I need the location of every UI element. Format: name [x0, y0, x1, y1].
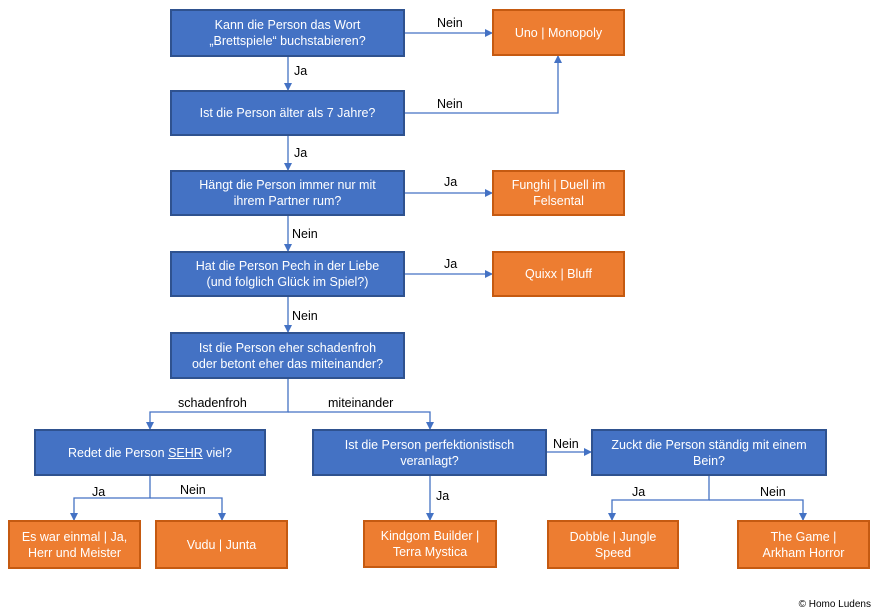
credit-text: © Homo Ludens: [798, 599, 871, 610]
edge-label-q5-left: schadenfroh: [178, 396, 247, 410]
question-talks-a-lot-pre: Redet die Person: [68, 445, 169, 460]
question-talks-a-lot: Redet die Person SEHR viel?: [34, 429, 266, 476]
edge-label-q3-yes: Ja: [444, 175, 458, 189]
answer-vudu-junta: Vudu | Junta: [155, 520, 288, 569]
edge-label-q8-no: Nein: [760, 485, 786, 499]
question-older-than-7: Ist die Person älter als 7 Jahre?: [170, 90, 405, 136]
edge-q2-a1: [405, 55, 562, 114]
answer-the-game-arkham: The Game | Arkham Horror: [737, 520, 870, 569]
answer-dobble-jungle-speed: Dobble | Jungle Speed: [547, 520, 679, 569]
answer-uno-monopoly: Uno | Monopoly: [492, 9, 625, 56]
edge-label-q1-yes: Ja: [294, 64, 308, 78]
question-hangs-with-partner: Hängt die Person immer nur mit ihrem Par…: [170, 170, 405, 216]
edge-q5-q6: [146, 379, 289, 430]
edge-label-q7-no: Nein: [553, 437, 579, 451]
edge-label-q8-yes: Ja: [632, 485, 646, 499]
question-twitches-leg: Zuckt die Person ständig mit einem Bein?: [591, 429, 827, 476]
edge-label-q3-no: Nein: [292, 227, 318, 241]
edge-label-q2-no: Nein: [437, 97, 463, 111]
edge-q8-a8: [709, 499, 807, 521]
question-talks-a-lot-emphasis: SEHR: [168, 445, 203, 460]
edge-label-q6-yes: Ja: [92, 485, 106, 499]
edge-label-q4-no: Nein: [292, 309, 318, 323]
question-perfectionist: Ist die Person perfektionistisch veranla…: [312, 429, 547, 476]
edge-label-q5-right: miteinander: [328, 396, 394, 410]
edge-label-q4-yes: Ja: [444, 257, 458, 271]
answer-quixx-bluff: Quixx | Bluff: [492, 251, 625, 297]
edge-q6-branch: [70, 476, 151, 521]
edge-label-q7-yes: Ja: [436, 489, 450, 503]
edge-q8-branch: [608, 476, 710, 521]
question-unlucky-in-love: Hat die Person Pech in der Liebe (und fo…: [170, 251, 405, 297]
edge-q5-q7: [288, 411, 434, 430]
question-spell-brettspiele: Kann die Person das Wort „Brettspiele“ b…: [170, 9, 405, 57]
answer-funghi-duell: Funghi | Duell im Felsental: [492, 170, 625, 216]
answer-es-war-einmal: Es war einmal | Ja, Herr und Meister: [8, 520, 141, 569]
question-talks-a-lot-post: viel?: [202, 445, 232, 460]
edge-label-q6-no: Nein: [180, 483, 206, 497]
edge-label-q2-yes: Ja: [294, 146, 308, 160]
answer-kingdom-builder: Kindgom Builder | Terra Mystica: [363, 520, 497, 568]
edge-label-q1-no: Nein: [437, 16, 463, 30]
edge-q6-a5: [150, 497, 226, 521]
question-gloating-or-cooperative: Ist die Person eher schadenfroh oder bet…: [170, 332, 405, 379]
